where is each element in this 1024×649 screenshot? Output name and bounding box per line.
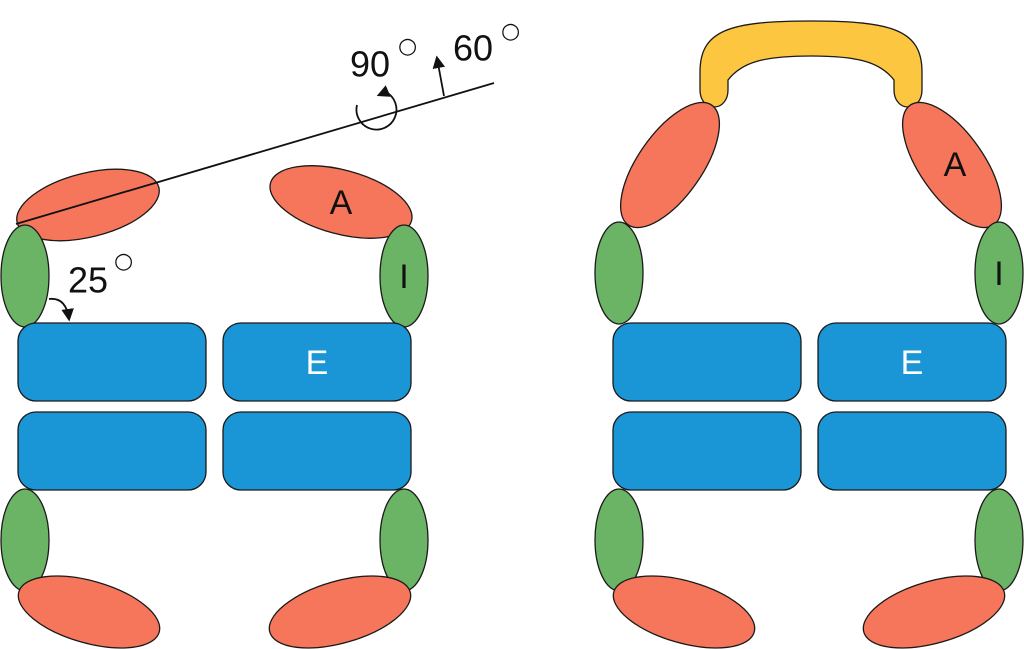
i-domain-bottom-right xyxy=(974,488,1024,592)
a-domain-bottom-left xyxy=(17,575,161,649)
e-domain-label: E xyxy=(901,344,924,382)
rotation-axis-line xyxy=(15,82,495,225)
rotation-angle-value: 90 xyxy=(350,44,390,85)
i-domain-top-left xyxy=(0,224,50,328)
a-domain-top-right xyxy=(269,165,413,239)
i-domain-top-right xyxy=(974,221,1024,325)
a-domain-label: A xyxy=(330,184,353,222)
e-domain-lower-left xyxy=(612,411,802,491)
tilt-angle-value: 60 xyxy=(453,28,493,69)
a-domain-bottom-right xyxy=(862,575,1006,649)
linker-arch xyxy=(699,20,923,108)
a-domain-bottom-left xyxy=(612,575,756,649)
i-domain-label: I xyxy=(994,255,1003,293)
i-domain-bottom-left xyxy=(0,488,50,592)
rotation-degree-symbol: ○ xyxy=(398,34,417,59)
e-domain-label: E xyxy=(306,344,329,382)
e-domain-lower-right xyxy=(222,411,412,491)
elbow-angle-value: 25 xyxy=(68,260,108,301)
curved-angle-arrow-icon xyxy=(48,297,74,322)
e-domain-upper-right xyxy=(222,322,412,402)
a-domain-label: A xyxy=(944,146,967,184)
right-panel: A I E xyxy=(594,20,1024,649)
tilt-degree-symbol: ○ xyxy=(501,19,520,44)
i-domain-top-left xyxy=(594,221,644,325)
i-domain-bottom-left xyxy=(594,488,644,592)
e-domain-lower-left xyxy=(17,411,207,491)
i-domain-label: I xyxy=(399,258,408,296)
elbow-degree-symbol: ○ xyxy=(114,249,133,274)
a-domain-top-left xyxy=(16,168,160,242)
e-domain-upper-left xyxy=(17,322,207,402)
left-panel: A I E 90 ○ 60 ○ 25 ○ xyxy=(0,19,520,649)
curved-rotation-arrow-icon xyxy=(355,85,398,131)
e-domain-upper-left xyxy=(612,322,802,402)
a-domain-bottom-right xyxy=(268,575,412,649)
e-domain-lower-right xyxy=(817,411,1007,491)
i-domain-bottom-right xyxy=(379,488,429,592)
e-domain-upper-right xyxy=(817,322,1007,402)
straight-arrow-icon xyxy=(432,55,446,97)
a-domain-top-left xyxy=(619,101,721,229)
